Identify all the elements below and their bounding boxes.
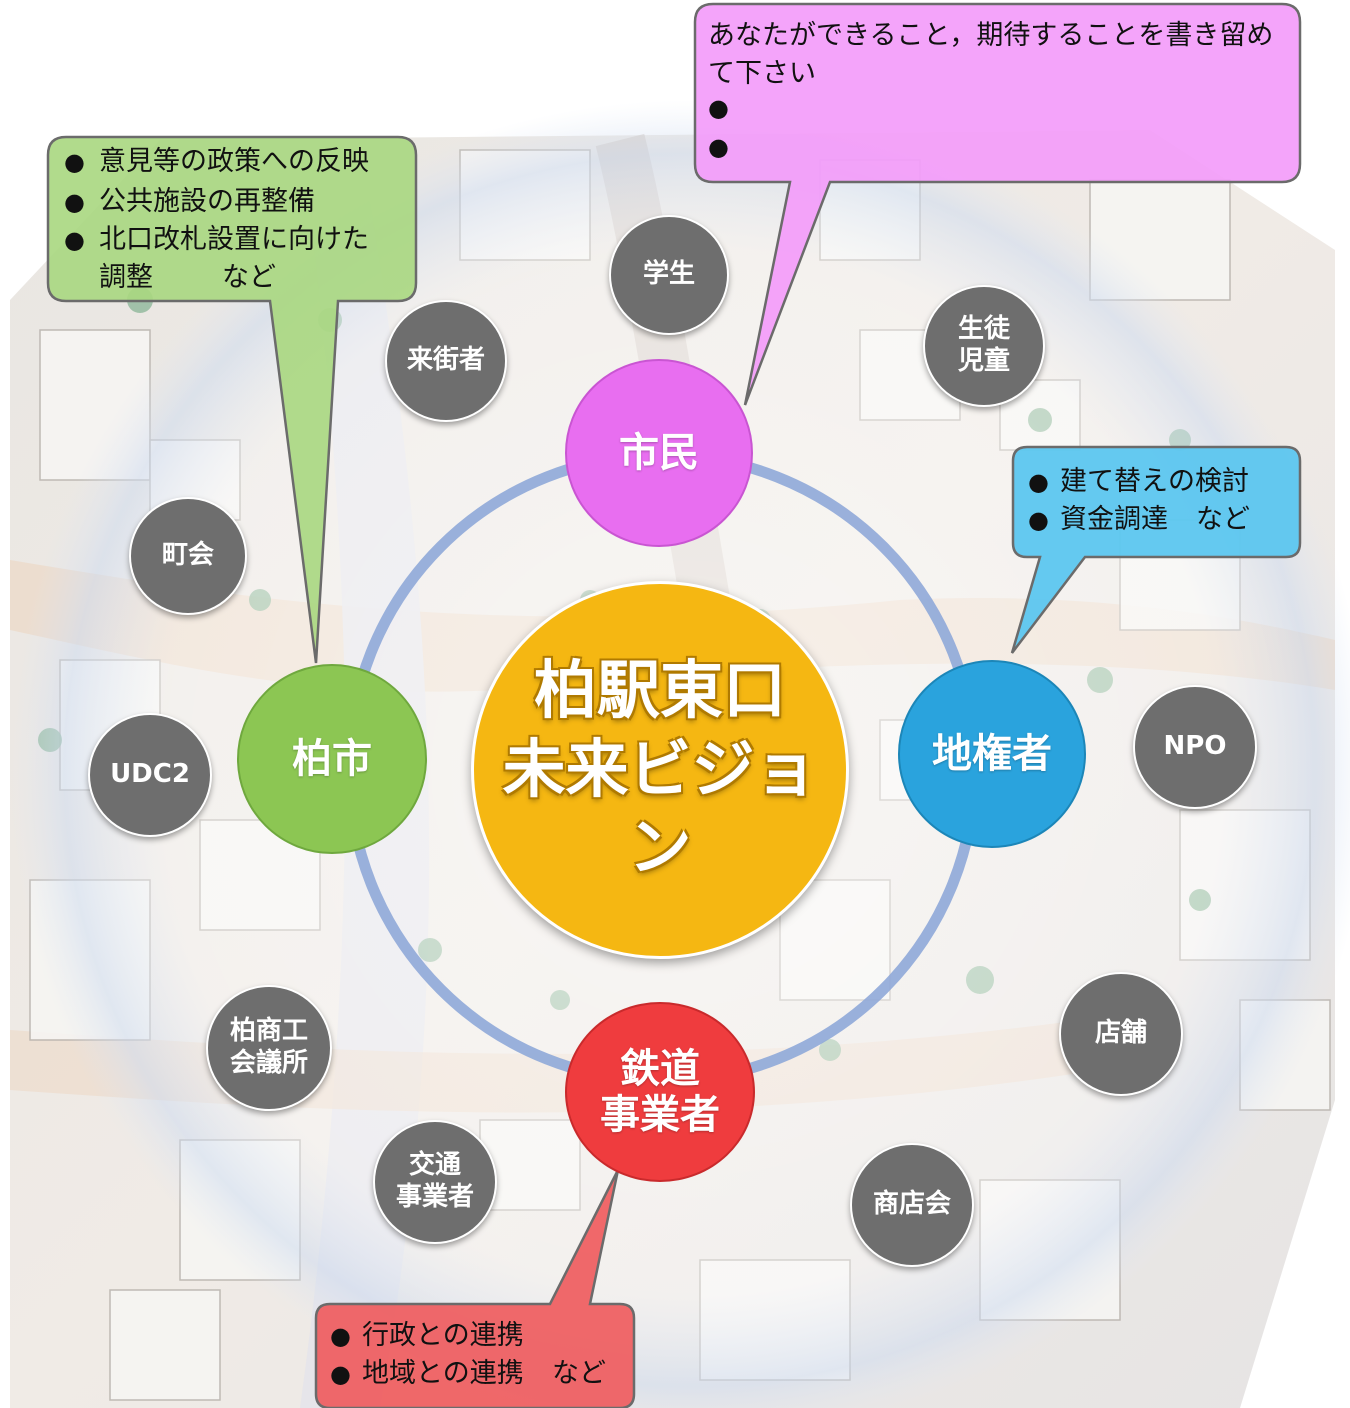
callout-city-item-2: 公共施設の再整備 — [99, 186, 315, 217]
stakeholder-chamber-label-line1: 柏商工 — [229, 1016, 308, 1047]
vision-title-line1: 柏駅東口 — [534, 653, 786, 727]
stakeholder-shops-label: 店舗 — [1094, 1018, 1147, 1049]
actor-landowners-label: 地権者 — [932, 731, 1052, 777]
callout-citizen-bullet-2: ● — [708, 133, 729, 161]
actor-railway-label-line2: 事業者 — [600, 1092, 720, 1138]
stakeholder-chamber-of-commerce: 柏商工 会議所 — [206, 985, 332, 1111]
actor-citizen-label: 市民 — [619, 430, 699, 476]
stakeholder-transport-operators: 交通 事業者 — [373, 1120, 497, 1244]
callout-city-item-1: 意見等の政策への反映 — [99, 146, 369, 177]
stakeholder-chamber-label-line2: 会議所 — [229, 1048, 308, 1078]
callout-citizen-text-line2: て下さい — [708, 58, 816, 89]
stakeholder-pupils-label-line2: 児童 — [957, 346, 1010, 376]
stakeholder-shops: 店舗 — [1059, 972, 1183, 1096]
callout-landowner-item-1: 建て替えの検討 — [1060, 466, 1249, 497]
stakeholder-udc2: UDC2 — [88, 713, 212, 837]
callout-citizen-bullet-1: ● — [708, 94, 729, 122]
callout-citizen-text-line1: あなたができること，期待することを書き留め — [708, 20, 1274, 51]
callout-landowner-item-2: 資金調達 — [1060, 504, 1168, 535]
stakeholder-transport-label-line1: 交通 — [408, 1150, 461, 1181]
callout-city-bullet-3: ● — [64, 226, 85, 254]
callout-landowner-bubble — [1010, 445, 1302, 654]
callout-city-bullet-2: ● — [64, 188, 85, 216]
callout-city-bullet-1: ● — [64, 148, 85, 176]
callout-railway-item-1: 行政との連携 — [362, 1320, 524, 1351]
stakeholder-shopping-association-label: 商店会 — [872, 1189, 951, 1220]
callout-landowner-bullet-1: ● — [1028, 468, 1049, 496]
callout-railway-bullet-2: ● — [330, 1360, 351, 1388]
stakeholder-npo-label: NPO — [1163, 731, 1227, 762]
stakeholder-pupils: 生徒 児童 — [923, 285, 1045, 407]
stakeholder-npo: NPO — [1133, 685, 1257, 809]
callout-city-item-3-cont: 調整 — [99, 262, 153, 293]
vision-center-circle: 柏駅東口 未来ビジョン — [471, 581, 849, 959]
stakeholder-town-association-label: 町会 — [161, 540, 214, 571]
callout-city-bubble — [46, 135, 418, 664]
stakeholder-pupils-label-line1: 生徒 — [957, 314, 1010, 345]
actor-kashiwa-city-label: 柏市 — [292, 736, 372, 782]
stakeholder-shopping-association: 商店会 — [850, 1143, 974, 1267]
stakeholder-udc2-label: UDC2 — [110, 759, 190, 790]
callout-city-item-3: 北口改札設置に向けた — [99, 224, 369, 255]
callout-railway-item-2: 地域との連携 — [362, 1358, 524, 1389]
callout-city-item-3-nado: など — [222, 262, 276, 293]
callout-landowner-item-2-nado: など — [1196, 504, 1250, 535]
callout-railway-item-2-nado: など — [552, 1358, 606, 1389]
stakeholder-students: 学生 — [609, 215, 729, 335]
actor-railway-operator: 鉄道 事業者 — [565, 1002, 755, 1182]
stakeholder-visitors: 来街者 — [385, 300, 507, 422]
stakeholder-town-association: 町会 — [129, 497, 247, 615]
actor-citizen: 市民 — [565, 359, 753, 547]
callout-railway-bullet-1: ● — [330, 1322, 351, 1350]
stakeholder-transport-label-line2: 事業者 — [395, 1182, 474, 1212]
callout-citizen-bubble — [693, 2, 1302, 406]
vision-title-line2: 未来ビジョン — [502, 732, 818, 885]
actor-railway-label-line1: 鉄道 — [620, 1046, 700, 1092]
stakeholder-students-label: 学生 — [642, 259, 695, 290]
stakeholder-visitors-label: 来街者 — [406, 345, 485, 376]
actor-landowners: 地権者 — [898, 660, 1086, 848]
callout-landowner-bullet-2: ● — [1028, 506, 1049, 534]
actor-kashiwa-city: 柏市 — [237, 664, 427, 854]
